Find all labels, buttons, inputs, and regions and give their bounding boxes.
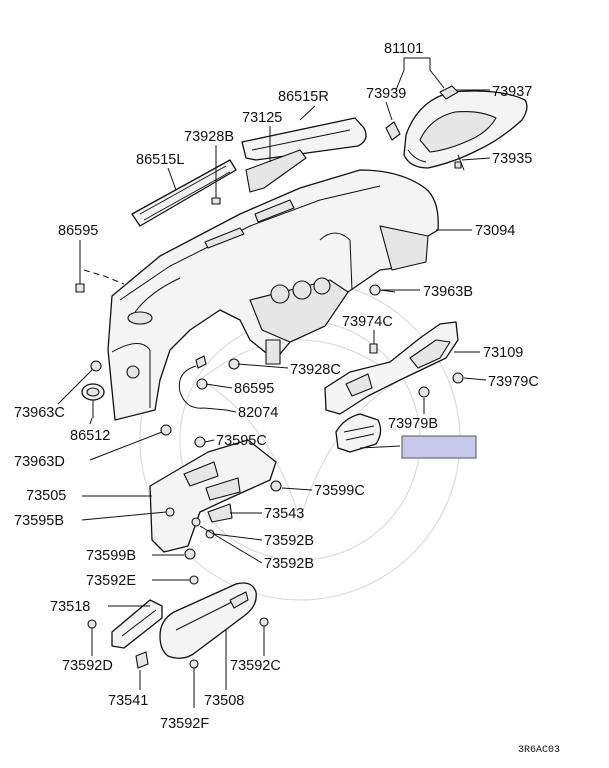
label-73505: 73505 [26, 488, 66, 504]
label-73094: 73094 [475, 223, 515, 239]
stopper-73541 [135, 651, 149, 669]
label-86595-mid: 86595 [234, 381, 274, 397]
label-73979B: 73979B [388, 416, 438, 432]
label-86515L: 86515L [136, 152, 184, 168]
label-82074: 82074 [238, 405, 278, 421]
label-81101: 81101 [384, 41, 423, 57]
part-labels: 81101 73939 73937 73935 86515R 73125 739… [14, 41, 560, 756]
socket-86512 [81, 383, 105, 418]
label-73592E: 73592E [86, 573, 136, 589]
label-73508: 73508 [204, 693, 244, 709]
harness-82074 [178, 365, 227, 411]
label-73595B: 73595B [14, 513, 64, 529]
label-73518: 73518 [50, 599, 90, 615]
label-73935: 73935 [492, 151, 532, 167]
label-86512: 86512 [70, 428, 110, 444]
clip-73939 [385, 121, 401, 141]
label-73937: 73937 [492, 84, 532, 100]
label-73928C: 73928C [290, 362, 341, 378]
label-73592B-a: 73592B [264, 533, 314, 549]
bracket-73979B [335, 413, 382, 453]
label-73599B: 73599B [86, 548, 136, 564]
label-73595C: 73595C [216, 433, 267, 449]
glove-box-lid-73508 [159, 582, 257, 659]
label-73592C: 73592C [230, 658, 281, 674]
bracket-73928C [265, 339, 281, 365]
label-73125: 73125 [242, 110, 282, 126]
knee-protector-73109 [324, 321, 459, 415]
screw-73935 [454, 154, 465, 171]
label-86515R: 86515R [278, 89, 329, 105]
label-73109: 73109 [483, 345, 523, 361]
label-73541: 73541 [108, 693, 148, 709]
label-73963C: 73963C [14, 405, 65, 421]
label-73592D: 73592D [62, 658, 113, 674]
label-73963D: 73963D [14, 454, 65, 470]
label-73543: 73543 [264, 506, 304, 522]
label-73979C: 73979C [488, 374, 539, 390]
screw-73928B [211, 180, 221, 205]
label-73599C: 73599C [314, 483, 365, 499]
label-73939: 73939 [366, 86, 406, 102]
label-73963B: 73963B [423, 284, 473, 300]
defroster-garnish-86515L [131, 159, 237, 227]
grille-73125 [245, 149, 307, 193]
glove-box-panel-73505 [149, 439, 277, 553]
drawing-code: 3R6AC03 [518, 745, 560, 756]
label-73928B: 73928B [184, 129, 234, 145]
label-73592B-b: 73592B [264, 556, 314, 572]
label-73974C: 73974C [342, 314, 393, 330]
bracket-73543 [207, 503, 233, 523]
instrument-panel-73094 [107, 169, 439, 421]
leader-lines [57, 57, 491, 690]
label-73592F: 73592F [160, 716, 209, 732]
harness-clip [195, 355, 207, 369]
clip-73937 [439, 85, 459, 100]
label-86595-top: 86595 [58, 223, 98, 239]
highlighted-part-box [401, 435, 477, 459]
